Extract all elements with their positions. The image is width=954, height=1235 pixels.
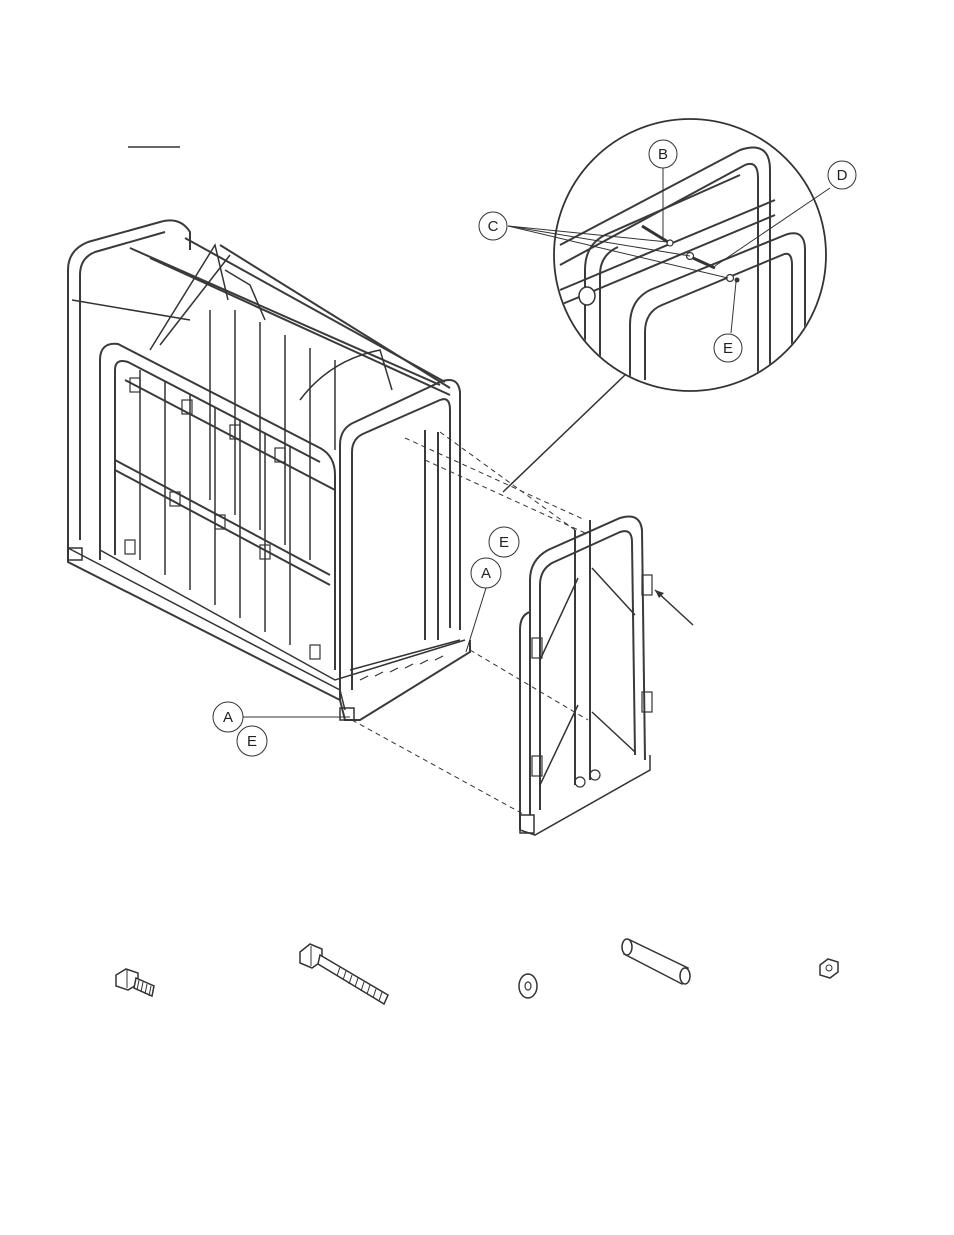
callout-e-upper: E [489,527,519,557]
callout-a-lower: A [213,702,243,732]
hex-bolt-long-icon [300,944,388,1004]
hex-nut-icon [820,959,838,978]
callout-e-lower: E [237,726,267,756]
svg-text:C: C [488,218,499,235]
callout-d: D [828,161,856,189]
svg-text:E: E [247,733,257,750]
svg-text:A: A [223,709,233,726]
svg-text:E: E [499,534,509,551]
svg-text:D: D [837,167,848,184]
end-panel [520,517,693,836]
detail-view [554,119,826,391]
svg-text:A: A [481,565,491,582]
callout-e-detail: E [714,334,742,362]
callout-c: C [479,212,507,240]
svg-text:E: E [723,340,733,357]
spacer-tube-icon [622,939,690,984]
hex-bolt-short-icon [116,969,154,996]
callout-b: B [649,140,677,168]
detail-leader-line [503,375,625,492]
callout-a-upper: A [471,558,501,588]
flat-washer-icon [519,974,537,998]
main-chute-frame [68,220,470,720]
svg-text:B: B [658,146,668,163]
